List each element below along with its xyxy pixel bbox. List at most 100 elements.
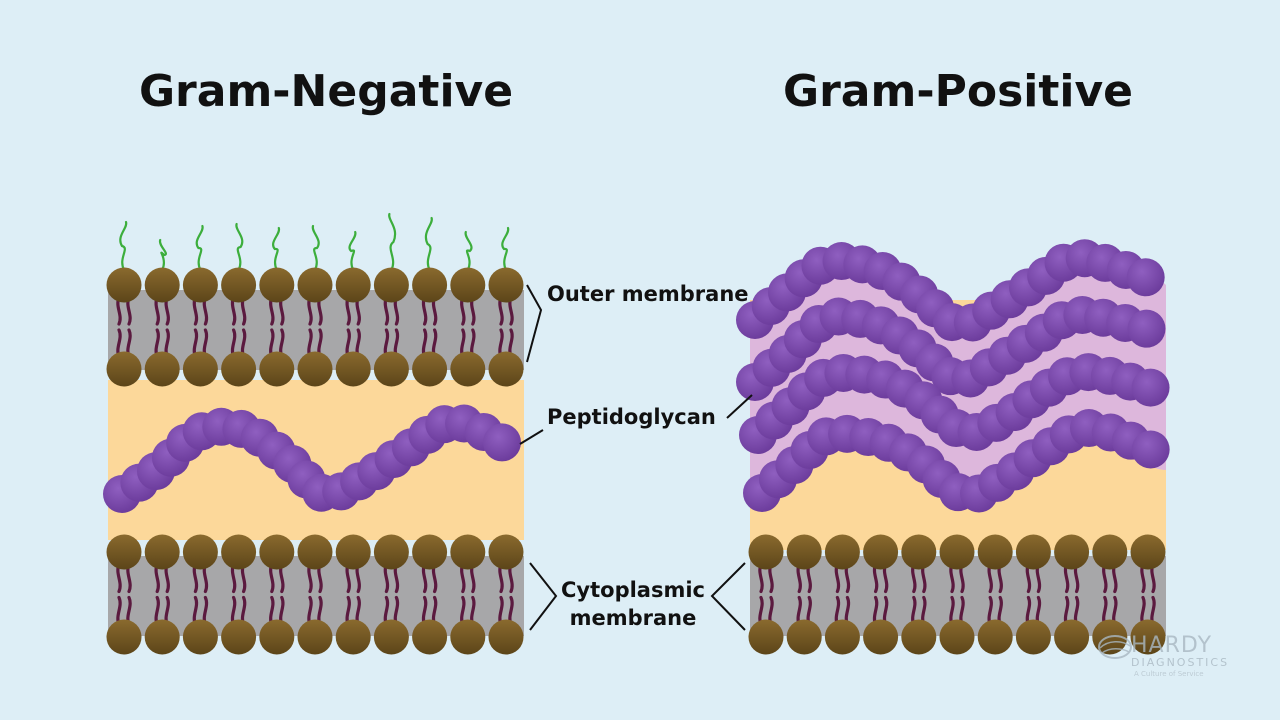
lipid-head — [259, 267, 295, 303]
lipid-head — [450, 267, 486, 303]
peptidoglycan-label: Peptidoglycan — [547, 405, 716, 429]
lps-chain — [235, 222, 244, 272]
lipid-head — [182, 619, 218, 655]
peptidoglycan-bead — [1131, 430, 1170, 469]
hardy-diagnostics-logo: HARDY DIAGNOSTICS A Culture of Service — [1098, 633, 1229, 678]
cytoplasmic-bracket-left — [529, 562, 558, 631]
lipid-head — [297, 267, 333, 303]
logo-tagline: A Culture of Service — [1134, 670, 1204, 678]
lipid-head — [1092, 534, 1128, 570]
lipid-head — [297, 351, 333, 387]
lipid-head — [488, 267, 524, 303]
globe-icon — [1098, 635, 1132, 659]
lipid-head — [450, 619, 486, 655]
peptidoglycan-strand — [103, 404, 522, 513]
lps-chain — [464, 230, 473, 272]
lipid-head — [412, 351, 448, 387]
lipid-head — [901, 534, 937, 570]
lps-chain — [272, 226, 281, 272]
lipid-head — [182, 534, 218, 570]
outer-membrane-label: Outer membrane — [547, 282, 749, 306]
cytoplasmic-membrane-bilayer-left — [106, 534, 524, 655]
lipid-head — [1130, 534, 1166, 570]
lipid-head — [1054, 619, 1090, 655]
lipid-head — [977, 619, 1013, 655]
logo-subtitle: DIAGNOSTICS — [1131, 656, 1229, 669]
lipid-head — [259, 351, 295, 387]
lipid-head — [863, 619, 899, 655]
lipid-head — [748, 619, 784, 655]
cytoplasmic-membrane-label-line1: Cytoplasmic — [561, 578, 705, 602]
lipid-head — [335, 351, 371, 387]
cytoplasmic-membrane-label-line2: membrane — [570, 606, 697, 630]
lipid-head — [977, 534, 1013, 570]
cytoplasmic-bracket-right — [710, 562, 746, 631]
lipid-head — [939, 619, 975, 655]
lipid-head — [488, 619, 524, 655]
labels: Outer membrane Peptidoglycan Cytoplasmic… — [519, 282, 753, 631]
lipid-head — [221, 534, 257, 570]
lps-chain — [158, 238, 167, 272]
peptidoglycan-bead — [1127, 309, 1166, 348]
lipid-head — [335, 619, 371, 655]
peptidoglycan-layers — [736, 239, 1170, 513]
lipid-head — [824, 534, 860, 570]
lipid-head — [221, 267, 257, 303]
lipid-head — [106, 534, 142, 570]
lipid-head — [939, 534, 975, 570]
lipid-head — [1015, 534, 1051, 570]
lipid-head — [863, 534, 899, 570]
lipid-head — [373, 619, 409, 655]
lipid-head — [1054, 534, 1090, 570]
lipid-head — [786, 534, 822, 570]
peptidoglycan-bead — [1126, 258, 1165, 297]
lps-chain — [348, 230, 357, 272]
lipid-head — [373, 267, 409, 303]
lipid-head — [182, 351, 218, 387]
lipid-head — [412, 534, 448, 570]
lps-chain — [311, 224, 320, 272]
outer-membrane-bilayer — [106, 267, 524, 387]
lps-chain — [388, 212, 397, 272]
lipid-head — [412, 619, 448, 655]
lipid-head — [488, 351, 524, 387]
logo-name: HARDY — [1131, 633, 1212, 658]
lipid-head — [373, 351, 409, 387]
lipid-head — [259, 534, 295, 570]
lipid-head — [297, 619, 333, 655]
lipid-head — [221, 619, 257, 655]
lps-chain — [424, 216, 433, 272]
lipid-head — [144, 351, 180, 387]
peptidoglycan-bead — [483, 423, 522, 462]
lipid-head — [106, 351, 142, 387]
lipid-head — [450, 351, 486, 387]
peptidoglycan-bead — [1131, 368, 1170, 407]
lipid-head — [144, 534, 180, 570]
outer-membrane-bracket — [526, 284, 543, 363]
lipid-head — [144, 619, 180, 655]
lipid-head — [182, 267, 218, 303]
gram-positive-title: Gram-Positive — [783, 66, 1133, 117]
lipid-head — [373, 534, 409, 570]
peptidoglycan-leader-left — [519, 429, 544, 445]
lipid-head — [901, 619, 937, 655]
lipid-head — [297, 534, 333, 570]
gram-negative-title: Gram-Negative — [139, 66, 513, 117]
lipid-head — [824, 619, 860, 655]
lipid-head — [106, 267, 142, 303]
cytoplasmic-membrane-bilayer-right — [748, 534, 1166, 655]
lipid-head — [786, 619, 822, 655]
lipid-head — [259, 619, 295, 655]
lps-chain — [119, 220, 128, 272]
lipid-head — [450, 534, 486, 570]
lipid-head — [488, 534, 524, 570]
lipid-head — [144, 267, 180, 303]
lipid-head — [412, 267, 448, 303]
lipid-head — [1015, 619, 1051, 655]
lps-chain — [501, 226, 510, 272]
lps-chain — [195, 224, 204, 272]
lipid-head — [221, 351, 257, 387]
gram-positive-wall — [736, 239, 1170, 655]
peptidoglycan-leader-right — [726, 394, 753, 419]
